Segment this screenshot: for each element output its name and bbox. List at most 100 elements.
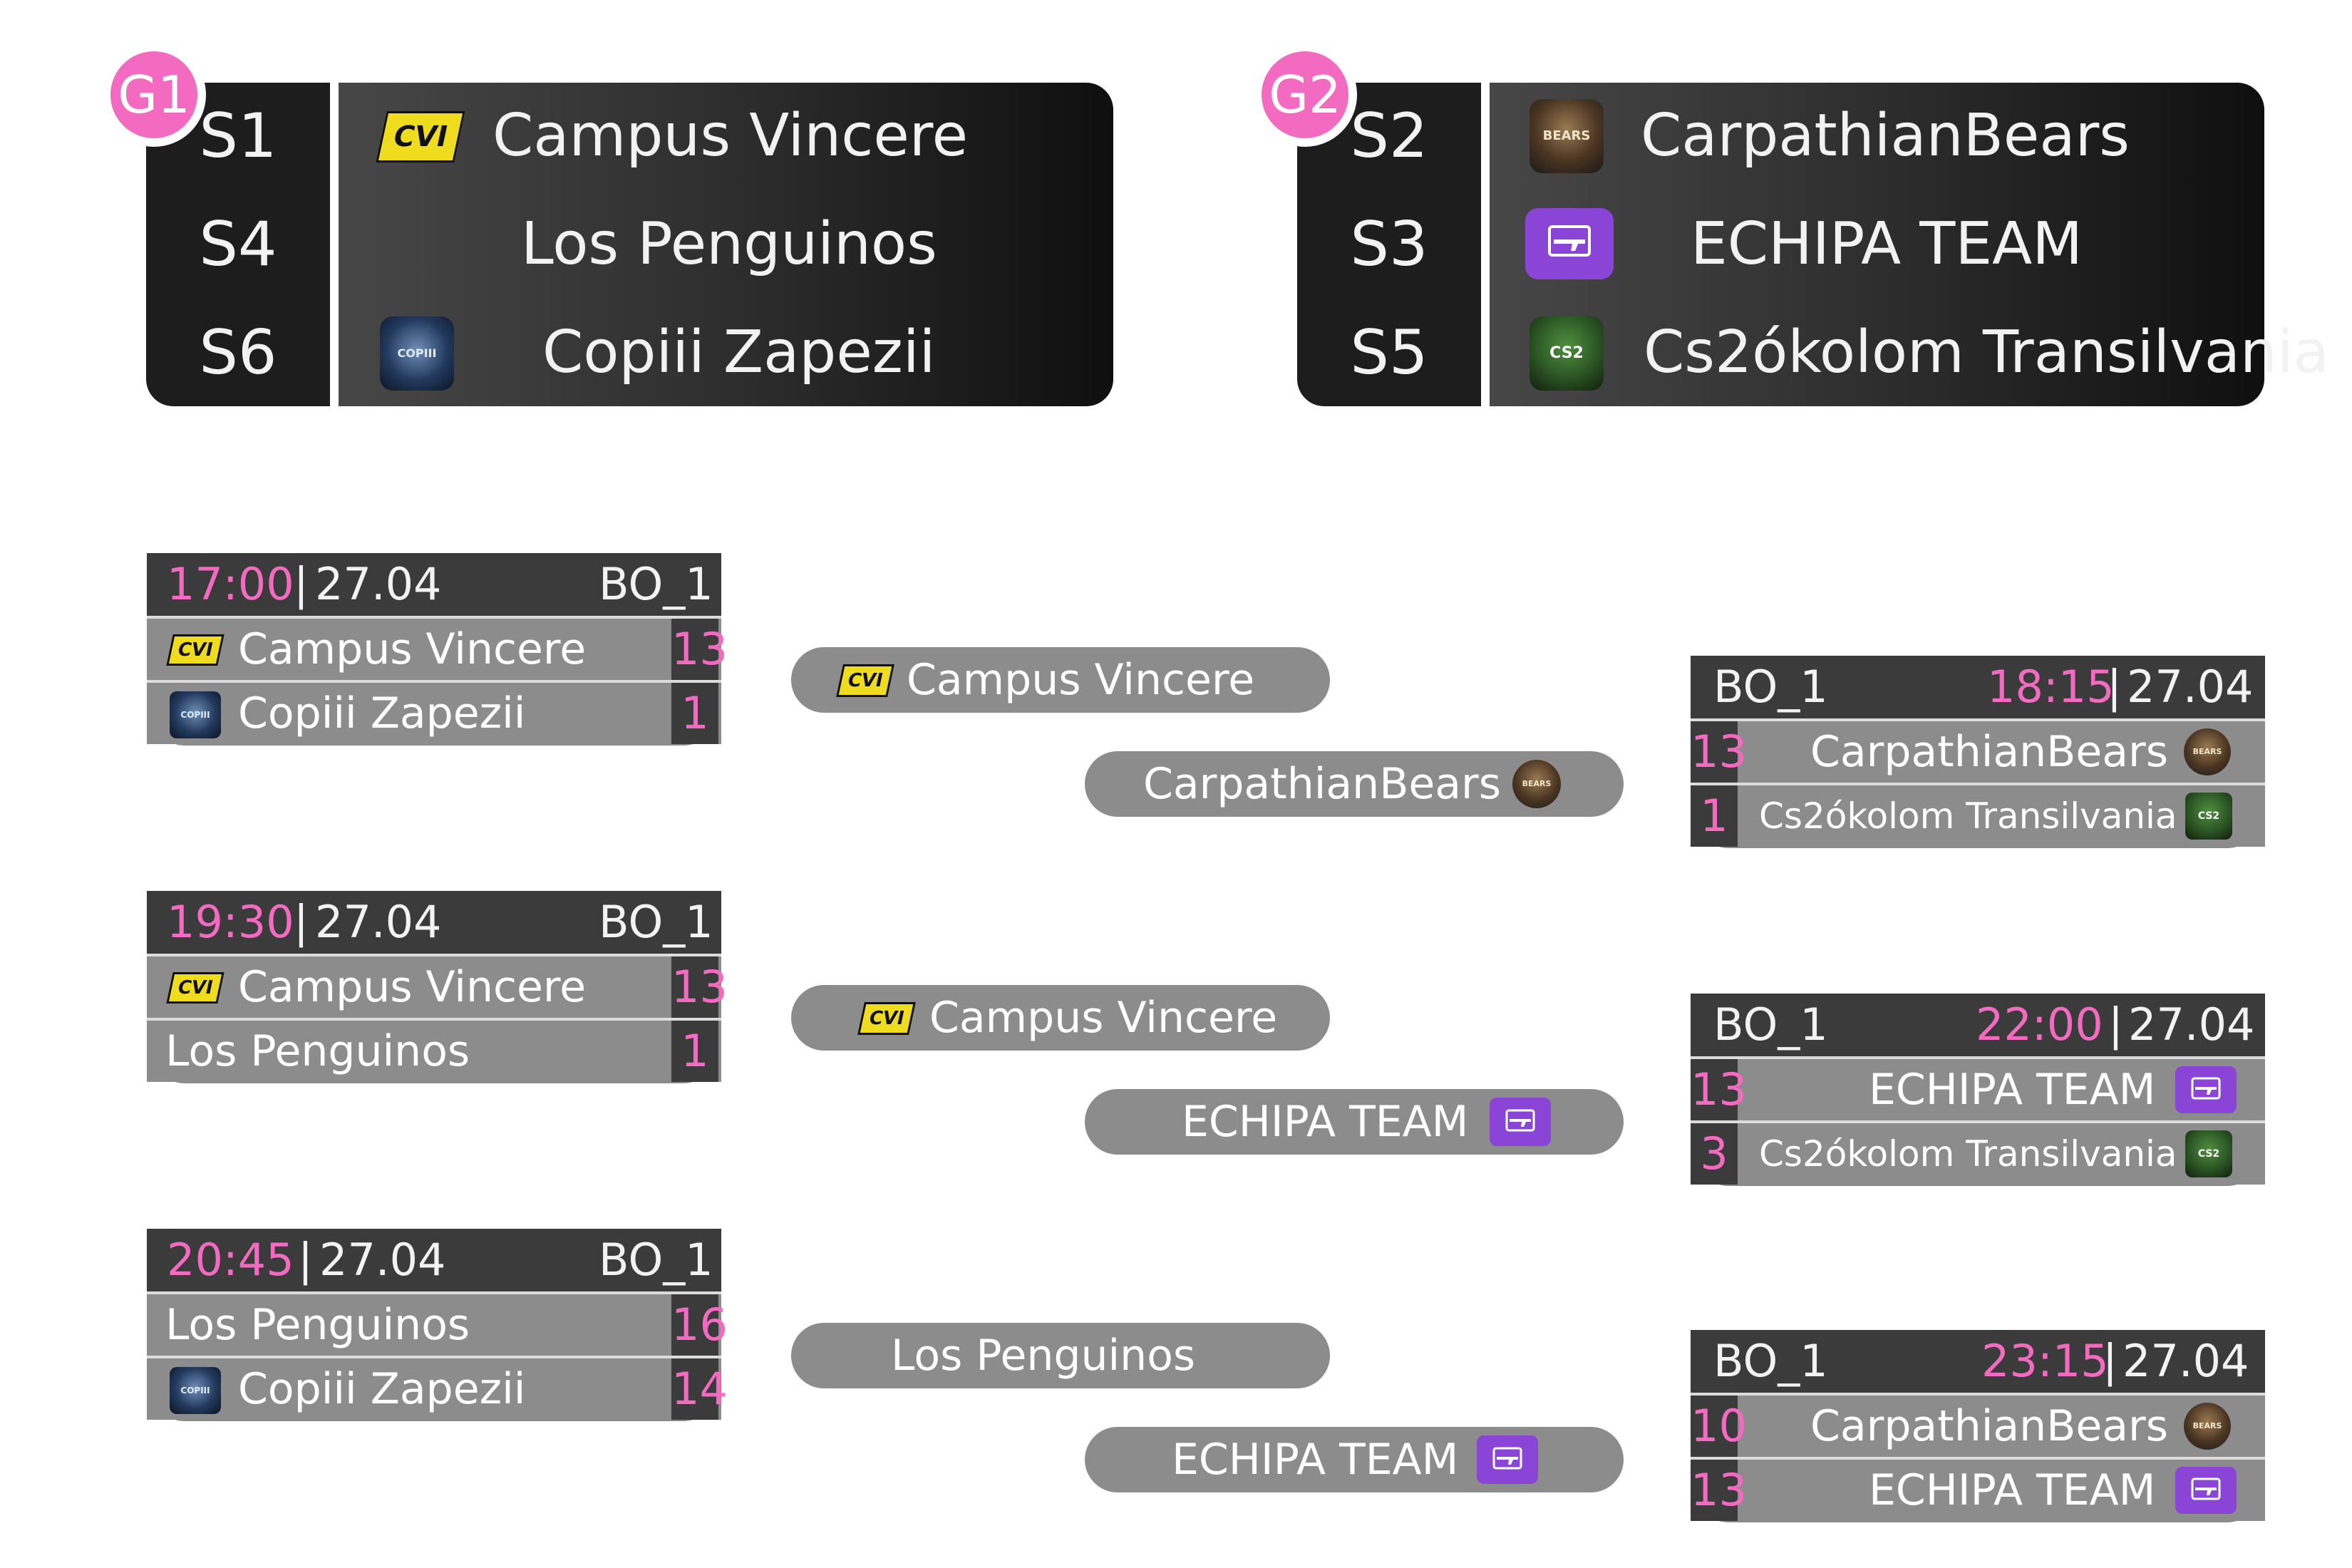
team-name: CarpathianBears [1810, 727, 2168, 777]
match-card[interactable]: BO_1 22:00 | 27.04 13 ECHIPA TEAM 3 Cs2ó… [1691, 994, 2265, 1186]
match-card[interactable]: BO_1 18:15 | 27.04 13 CarpathianBears BE… [1691, 656, 2265, 848]
match-row: COPIII Copiii Zapezii 14 [147, 1358, 728, 1420]
team-name: CarpathianBears [1810, 1401, 2168, 1451]
team-pill[interactable]: CVI Campus Vincere [791, 985, 1330, 1051]
team-score: 1 [671, 1021, 718, 1082]
pill-team-name: CarpathianBears [1143, 759, 1501, 809]
cs2okolom-transilvania-logo-icon: CS2 [2185, 1130, 2232, 1177]
rifle-icon [2191, 1077, 2221, 1100]
team-score: 13 [1691, 1460, 1747, 1521]
campus-vincere-logo-icon: CVI [836, 664, 894, 697]
group-team-name: Cs2ókolom Transilvania [1644, 319, 2329, 386]
seed-label: S3 [1350, 209, 1428, 280]
seed-label: S4 [199, 209, 277, 280]
team-name: Los Penguinos [165, 1026, 470, 1076]
rifle-icon [1548, 225, 1591, 257]
team-score: 3 [1691, 1123, 1738, 1185]
group-badge: G1 [102, 43, 206, 147]
match-format: BO_1 [1713, 1335, 1828, 1387]
group-g1-teams: CVI Campus Vincere Los Penguinos COPIII … [339, 83, 1113, 406]
campus-vincere-logo-icon: CVI [857, 1002, 916, 1035]
pill-team-name: ECHIPA TEAM [1182, 1097, 1469, 1147]
group-team-name: Copiii Zapezii [542, 319, 936, 386]
group-team-name: ECHIPA TEAM [1691, 210, 2083, 278]
echipa-team-logo-icon [1525, 208, 1614, 279]
team-pill[interactable]: ECHIPA TEAM [1085, 1427, 1624, 1492]
team-name: Los Penguinos [165, 1300, 470, 1350]
team-name: ECHIPA TEAM [1869, 1065, 2156, 1115]
team-pill[interactable]: Los Penguinos [791, 1323, 1330, 1388]
match-row: CVI Campus Vincere 13 [147, 956, 728, 1018]
seed-label: S2 [1350, 100, 1428, 172]
match-separator: | [294, 558, 309, 610]
team-score: 13 [1691, 1059, 1747, 1120]
pill-team-name: Los Penguinos [891, 1331, 1196, 1381]
match-row: 13 ECHIPA TEAM [1691, 1059, 2265, 1120]
match-separator: | [298, 1234, 313, 1286]
match-format: BO_1 [1713, 661, 1828, 713]
match-header: BO_1 23:15 | 27.04 [1691, 1330, 2265, 1393]
carpathian-bears-logo-icon: BEARS [1530, 99, 1604, 173]
group-team-name: CarpathianBears [1641, 102, 2130, 170]
team-name: Cs2ókolom Transilvania [1759, 795, 2177, 837]
echipa-team-logo-icon [1490, 1098, 1551, 1146]
match-time: 17:00 [167, 558, 294, 610]
team-name: ECHIPA TEAM [1869, 1465, 2156, 1515]
team-name: Cs2ókolom Transilvania [1759, 1133, 2177, 1175]
seed-label: S5 [1350, 317, 1428, 388]
rifle-icon [1492, 1447, 1522, 1470]
team-score: 14 [671, 1358, 728, 1420]
match-header: BO_1 22:00 | 27.04 [1691, 994, 2265, 1056]
echipa-team-logo-icon [1477, 1435, 1538, 1484]
group-g1-panel: S1 S4 S6 CVI Campus Vincere Los Penguino… [102, 43, 1113, 406]
group-g2-panel: S2 S3 S5 BEARS CarpathianBears ECHIPA TE… [1253, 43, 2329, 406]
match-time: 23:15 [1981, 1335, 2109, 1387]
copiii-zapezii-logo-icon: COPIII [380, 316, 454, 391]
campus-vincere-logo-icon: CVI [376, 111, 465, 163]
team-pill[interactable]: CarpathianBears BEARS [1085, 751, 1624, 817]
match-card[interactable]: BO_1 23:15 | 27.04 10 CarpathianBears BE… [1691, 1330, 2265, 1522]
team-score: 1 [1691, 785, 1738, 847]
match-row: 13 CarpathianBears BEARS [1691, 721, 2265, 783]
match-format: BO_1 [599, 896, 713, 948]
match-row: 3 Cs2ókolom Transilvania CS2 [1691, 1123, 2265, 1185]
match-card[interactable]: 20:45 | 27.04 BO_1 Los Penguinos 16 COPI… [147, 1229, 728, 1421]
match-date: 27.04 [319, 1234, 446, 1286]
cs2okolom-transilvania-logo-icon: CS2 [1530, 316, 1604, 391]
cs2okolom-transilvania-logo-icon: CS2 [2185, 793, 2232, 840]
team-score: 10 [1691, 1396, 1747, 1457]
group-g2-teams: BEARS CarpathianBears ECHIPA TEAM CS2 Cs… [1490, 83, 2329, 406]
match-card[interactable]: 17:00 | 27.04 BO_1 CVI Campus Vincere 13… [147, 553, 728, 746]
carpathian-bears-logo-icon: BEARS [2184, 1403, 2231, 1450]
team-pill[interactable]: ECHIPA TEAM [1085, 1089, 1624, 1155]
team-name: Campus Vincere [238, 624, 587, 674]
group-team-name: Los Penguinos [521, 210, 937, 278]
match-card[interactable]: 19:30 | 27.04 BO_1 CVI Campus Vincere 13… [147, 891, 728, 1083]
carpathian-bears-logo-icon: BEARS [2184, 728, 2231, 775]
team-score: 13 [1691, 721, 1747, 783]
team-name: Copiii Zapezii [238, 1364, 526, 1414]
group-g1-seeds: S1 S4 S6 [146, 83, 330, 406]
match-row: 1 Cs2ókolom Transilvania CS2 [1691, 785, 2265, 847]
rifle-icon [1505, 1109, 1535, 1132]
group-g2-seeds: S2 S3 S5 [1297, 83, 1481, 406]
pill-team-name: Campus Vincere [907, 655, 1255, 705]
match-separator: | [2103, 1335, 2118, 1387]
copiii-zapezii-logo-icon: COPIII [170, 1367, 221, 1414]
copiii-zapezii-logo-icon: COPIII [170, 691, 221, 738]
match-format: BO_1 [1713, 999, 1828, 1051]
team-score: 13 [671, 956, 728, 1018]
team-score: 13 [671, 619, 728, 680]
match-header: 20:45 | 27.04 BO_1 [147, 1229, 721, 1291]
match-row: CVI Campus Vincere 13 [147, 619, 728, 680]
match-format: BO_1 [599, 1234, 713, 1286]
match-row: COPIII Copiii Zapezii 1 [147, 683, 721, 744]
pill-team-name: ECHIPA TEAM [1172, 1435, 1459, 1485]
match-header: BO_1 18:15 | 27.04 [1691, 656, 2265, 718]
match-date: 27.04 [2128, 999, 2255, 1051]
match-header: 17:00 | 27.04 BO_1 [147, 553, 721, 616]
campus-vincere-logo-icon: CVI [166, 972, 225, 1004]
team-pill[interactable]: CVI Campus Vincere [791, 647, 1330, 713]
match-date: 27.04 [315, 558, 442, 610]
group-team-name: Campus Vincere [492, 102, 969, 170]
